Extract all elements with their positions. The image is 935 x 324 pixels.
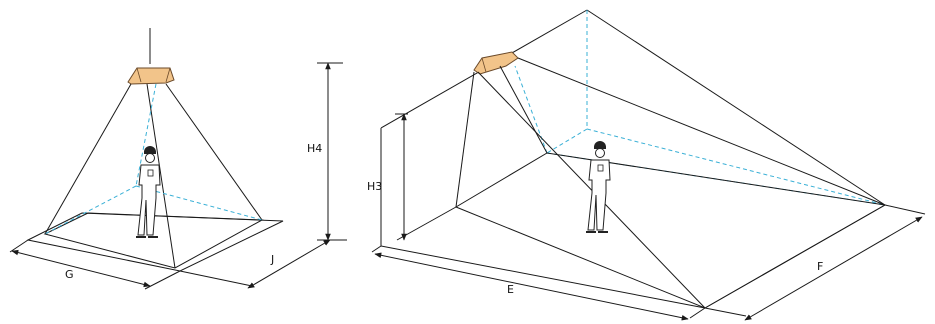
- h4-label: H4: [307, 142, 322, 155]
- wall-sensor-icon: [473, 51, 519, 75]
- g-dimension-line: [11, 249, 151, 288]
- floor-slab: [26, 212, 284, 272]
- f-dimension-line: [744, 216, 923, 321]
- h3-label: H3: [367, 180, 382, 193]
- person-icon: [136, 146, 161, 238]
- ceiling-sensor-icon: [127, 67, 175, 85]
- j-label: J: [270, 253, 274, 266]
- left-diagram: H4 G J: [9, 28, 347, 290]
- coverage-footprint: [454, 152, 887, 309]
- right-diagram: H3 E F: [367, 9, 926, 321]
- person-icon: [586, 141, 611, 233]
- j-dimension-line: [247, 239, 331, 289]
- e-dimension-line: [374, 252, 689, 321]
- g-label: G: [65, 268, 74, 281]
- e-label: E: [507, 283, 514, 296]
- f-label: F: [817, 260, 823, 273]
